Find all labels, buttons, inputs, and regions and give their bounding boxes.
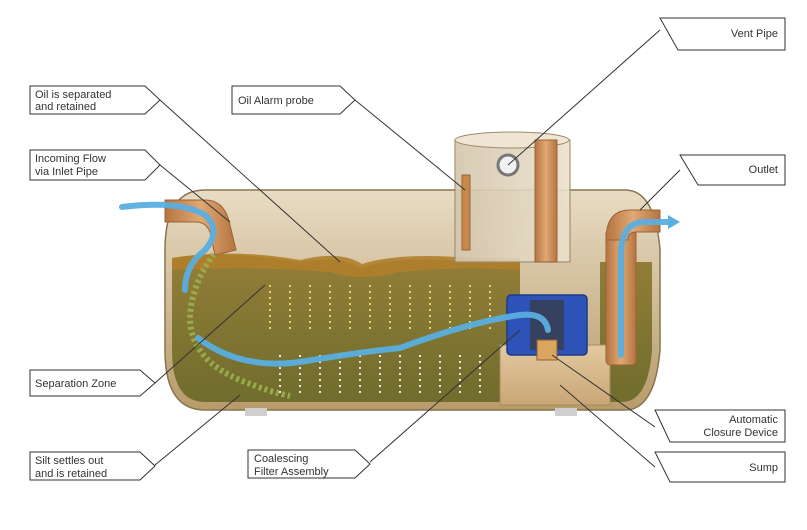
incoming-label-line1: Incoming Flow [35, 153, 106, 165]
separation-flow-arrow [195, 311, 551, 367]
silt-label-line2: and is retained [35, 468, 107, 480]
leader-outlet [639, 169, 681, 211]
vent-pipe [534, 139, 558, 263]
incoming-label-line2: via Inlet Pipe [35, 166, 98, 178]
incoming-flow-arrow [119, 201, 217, 293]
outlet-arrow-head [668, 215, 680, 229]
outlet-flow-arrow [618, 219, 671, 358]
oil-separated-label-line1: Oil is separated [35, 89, 111, 101]
leader-lines [154, 29, 681, 468]
leader-incoming [159, 164, 231, 223]
automatic-label-line1: Automatic [729, 414, 778, 426]
leader-silt [154, 394, 241, 466]
label-oil-separated: Oil is separated and retained [29, 85, 161, 115]
label-coalescing: Coalescing Filter Assembly [247, 449, 371, 479]
label-sump: Sump [654, 451, 786, 483]
label-outlet: Outlet [679, 154, 786, 186]
label-silt: Silt settles out and is retained [29, 451, 156, 481]
leader-vent-pipe [507, 29, 661, 166]
label-vent-pipe: Vent Pipe [659, 17, 786, 51]
leader-coalescing [369, 329, 521, 463]
outlet-label: Outlet [749, 164, 778, 176]
leader-oil-alarm [354, 99, 466, 191]
sump-label: Sump [749, 462, 778, 474]
oil-layer [172, 253, 520, 277]
tank-foot-right [555, 408, 577, 416]
oil-alarm-probe [461, 174, 471, 251]
silt-label-line1: Silt settles out [35, 455, 103, 467]
coalescing-label-line1: Coalescing [254, 453, 308, 465]
leader-sump [559, 384, 656, 468]
flow-arrows [119, 201, 671, 367]
label-separation-zone: Separation Zone [29, 369, 156, 397]
coalescing-label-line2: Filter Assembly [254, 466, 329, 478]
label-oil-alarm: Oil Alarm probe [231, 85, 356, 115]
leader-oil-separated [159, 99, 341, 263]
automatic-label-line2: Closure Device [703, 427, 778, 439]
separation-zone-label: Separation Zone [35, 378, 116, 390]
vent-pipe-label: Vent Pipe [731, 28, 778, 40]
oil-alarm-label: Oil Alarm probe [238, 95, 314, 107]
label-automatic: Automatic Closure Device [654, 409, 786, 443]
leader-separation [154, 284, 266, 384]
label-incoming: Incoming Flow via Inlet Pipe [29, 149, 161, 181]
leader-automatic [551, 354, 656, 428]
tank-foot-left [245, 408, 267, 416]
oil-separated-label-line2: and retained [35, 101, 96, 113]
inlet-pipe [164, 199, 237, 256]
